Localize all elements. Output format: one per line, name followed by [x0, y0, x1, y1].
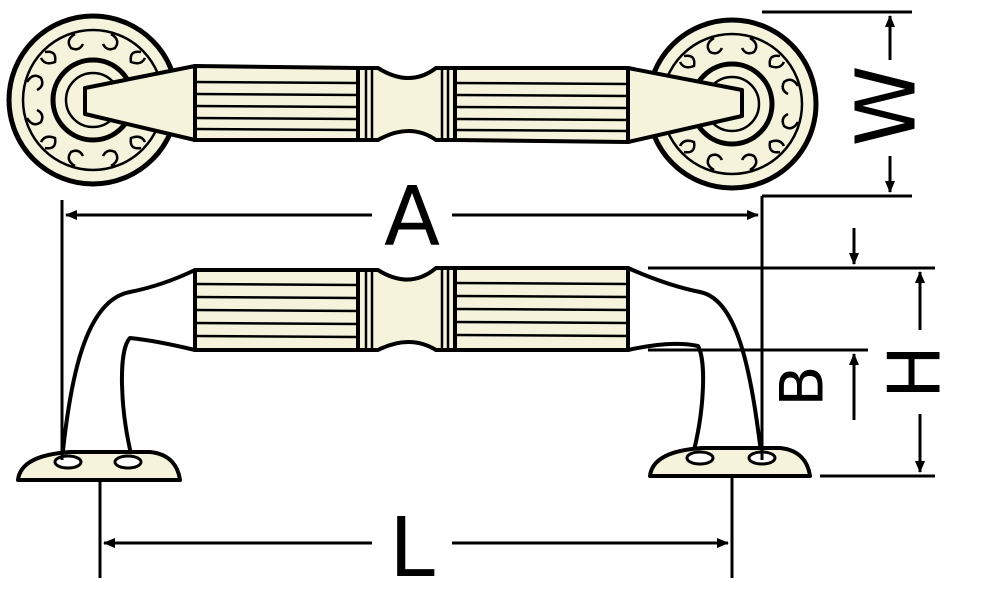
top-grip-flutes — [194, 68, 629, 140]
dimension-label-l: L — [389, 501, 435, 596]
side-view — [16, 266, 812, 482]
handle-body — [60, 268, 197, 462]
dimension-label-a: A — [384, 170, 440, 265]
top-view — [9, 16, 816, 188]
side-grip-flutes — [194, 268, 629, 350]
dimension-label-w: W — [839, 65, 934, 146]
dimension-label-h: H — [873, 345, 957, 399]
dimension-label-b: B — [768, 365, 838, 406]
top-grip — [83, 64, 744, 144]
dimension-lines — [60, 10, 935, 578]
